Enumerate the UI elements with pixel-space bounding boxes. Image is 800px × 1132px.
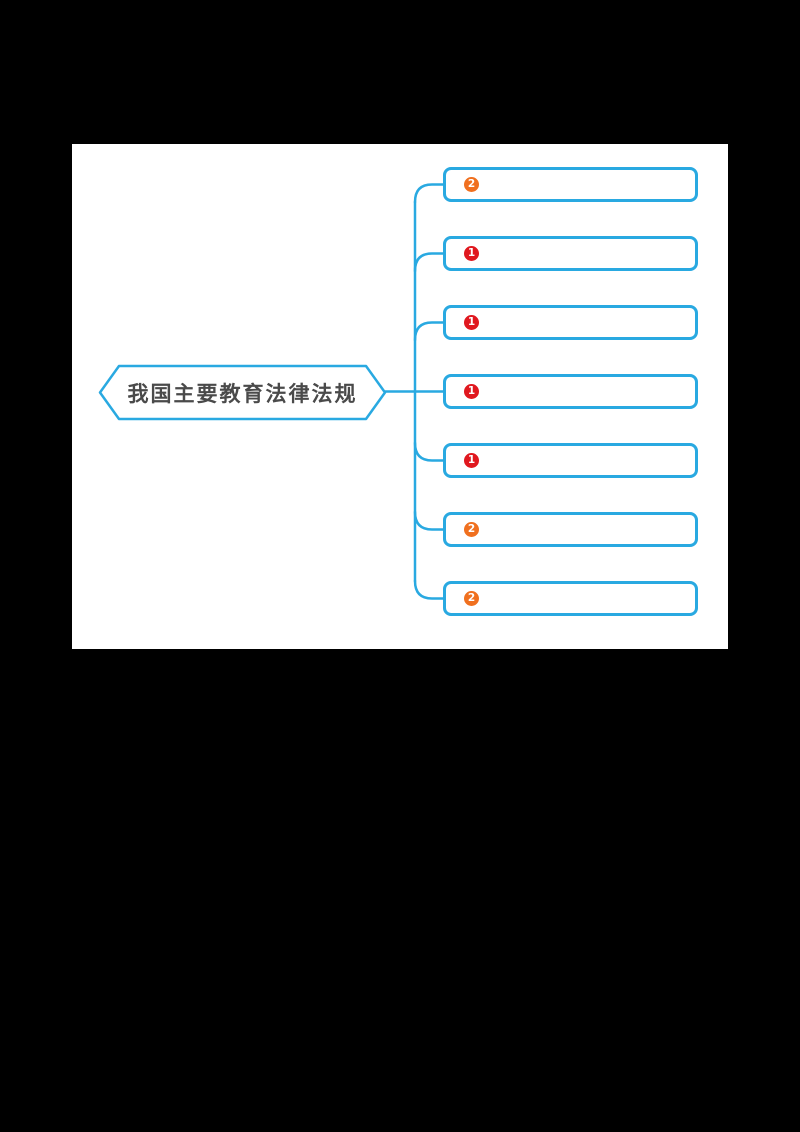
root-node-shape (98, 364, 387, 421)
connector-branch-6 (413, 510, 445, 531)
priority-badge-icon: 1 (464, 384, 479, 399)
priority-badge-icon: 1 (464, 453, 479, 468)
connector-branch-1 (413, 183, 445, 204)
connector-branch-3 (413, 321, 445, 342)
priority-badge-icon: 2 (464, 591, 479, 606)
branch-node[interactable]: 2 (443, 581, 698, 616)
branch-node[interactable]: 2 (443, 512, 698, 547)
priority-badge-icon: 2 (464, 177, 479, 192)
priority-badge-icon: 1 (464, 315, 479, 330)
priority-badge-icon: 2 (464, 522, 479, 537)
branch-node[interactable]: 1 (443, 305, 698, 340)
branch-node[interactable]: 1 (443, 443, 698, 478)
branch-node[interactable]: 1 (443, 236, 698, 271)
connector-lines (98, 183, 445, 600)
branch-node[interactable]: 2 (443, 167, 698, 202)
branch-node[interactable]: 1 (443, 374, 698, 409)
connector-branch-5 (413, 441, 445, 462)
connector-branch-7 (413, 579, 445, 600)
mindmap-canvas: 我国主要教育法律法规 2 1 1 1 1 2 2 (72, 144, 728, 649)
connector-branch-2 (413, 252, 445, 273)
root-node[interactable]: 我国主要教育法律法规 (127, 381, 358, 406)
priority-badge-icon: 1 (464, 246, 479, 261)
